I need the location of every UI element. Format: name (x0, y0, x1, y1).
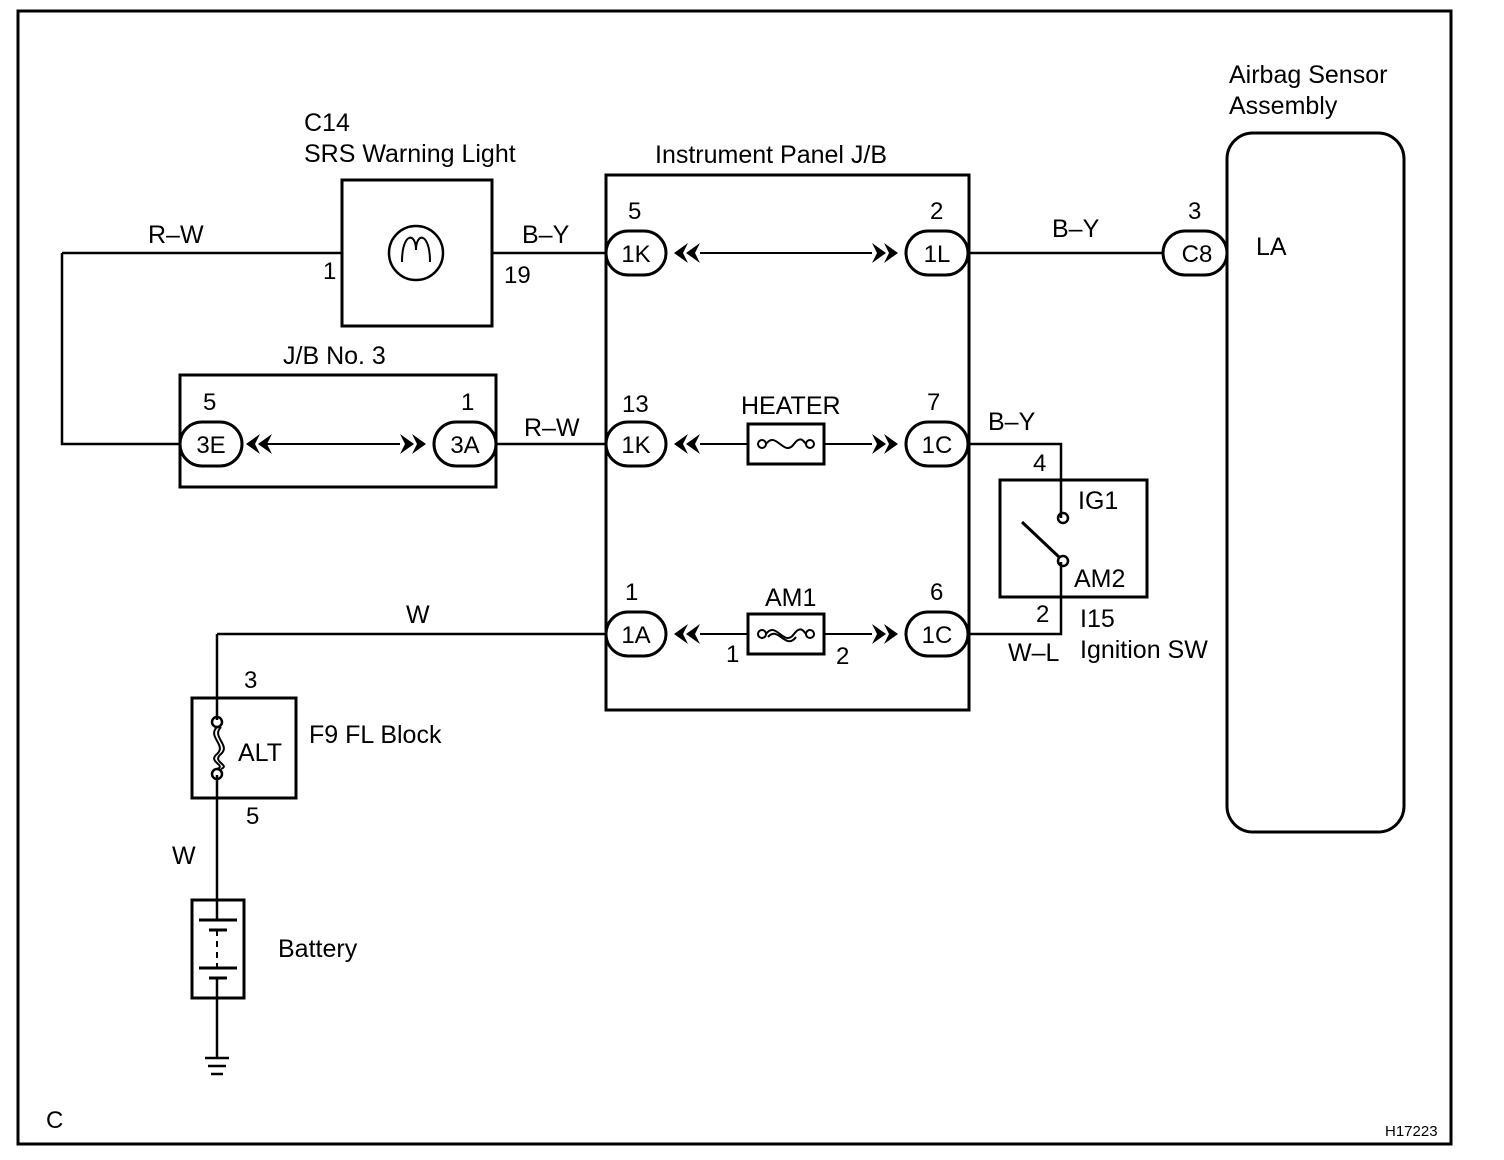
ignition-pin-2: 2 (1036, 601, 1049, 628)
fl-block-name: F9 FL Block (309, 721, 442, 749)
am1-pin-2: 2 (836, 643, 849, 670)
connector-pin: 3 (1188, 198, 1201, 225)
connector-1k-top: 1K 5 (604, 198, 700, 277)
connector-pin: 2 (930, 198, 943, 225)
airbag-sensor-label-2: Assembly (1229, 92, 1338, 120)
connector-1l: 1L 2 (872, 198, 970, 277)
wire-color-w-batt: W (172, 842, 196, 870)
heater-fuse: HEATER (741, 392, 841, 466)
battery: Battery (190, 898, 358, 1000)
connector-1c-mid: 1C 7 (872, 389, 970, 468)
connector-1k-mid: 1K 13 (604, 391, 700, 468)
connector-1a: 1A 1 (604, 579, 700, 658)
connector-pin: 6 (930, 579, 943, 606)
warning-light-code: C14 (304, 109, 350, 137)
connector-3a: 3A 1 (400, 389, 498, 468)
wire-color-rw-top: R–W (148, 221, 204, 249)
connector-label: 3A (450, 432, 479, 459)
page-border (16, 9, 1453, 1146)
connector-pin: 5 (203, 389, 216, 416)
connector-pin: 1 (461, 389, 474, 416)
wire-color-wl: W–L (1008, 639, 1060, 667)
connector-pin: 1 (625, 579, 638, 606)
connector-1c-bottom: 1C 6 (872, 579, 970, 658)
fl-block: ALT 3 5 F9 FL Block (190, 667, 442, 830)
srs-warning-light: C14 SRS Warning Light 1 19 (304, 109, 531, 328)
connector-pin: 7 (927, 389, 940, 416)
connector-label: 1C (922, 622, 953, 649)
wires (60, 251, 1163, 1058)
battery-label: Battery (278, 935, 358, 963)
connector-pin: 5 (628, 198, 641, 225)
heater-fuse-label: HEATER (741, 392, 841, 420)
ignition-switch-code: I15 (1080, 605, 1115, 633)
connector-label: 3E (196, 432, 225, 459)
airbag-sensor-label-1: Airbag Sensor (1229, 61, 1387, 89)
ground-symbol (205, 1056, 229, 1076)
am1-fuse: AM1 1 2 (726, 584, 849, 670)
jb-no3: J/B No. 3 (178, 342, 498, 489)
jb-no3-title: J/B No. 3 (283, 342, 386, 370)
wire-color-by-sensor: B–Y (1052, 215, 1100, 243)
alt-fuse-label: ALT (238, 739, 282, 767)
warning-light-pin-19: 19 (504, 262, 531, 289)
warning-light-name: SRS Warning Light (304, 140, 516, 168)
ignition-switch-name: Ignition SW (1080, 636, 1208, 664)
connector-3e: 3E 5 (178, 389, 272, 468)
figure-code: H17223 (1385, 1123, 1438, 1140)
am2-terminal: AM2 (1074, 565, 1125, 593)
ignition-pin-4: 4 (1033, 450, 1046, 477)
connector-label: 1K (621, 241, 650, 268)
fl-block-pin-3: 3 (244, 667, 257, 694)
terminal-la: LA (1256, 233, 1287, 261)
ignition-switch: IG1 AM2 4 2 I15 Ignition SW (998, 450, 1208, 664)
connector-label: 1K (621, 432, 650, 459)
wire-color-w-top: W (406, 601, 430, 629)
connector-label: 1L (924, 241, 951, 268)
am1-pin-1: 1 (726, 641, 739, 668)
fl-block-pin-5: 5 (246, 803, 259, 830)
am1-fuse-label: AM1 (765, 584, 816, 612)
wire-color-by-ig: B–Y (988, 408, 1036, 436)
wire-color-by-light: B–Y (522, 221, 570, 249)
connector-label: 1C (922, 432, 953, 459)
page-corner-letter: C (46, 1107, 63, 1134)
instrument-panel-jb-title: Instrument Panel J/B (655, 141, 887, 169)
warning-light-pin-1: 1 (323, 258, 336, 285)
wire-color-rw-mid: R–W (524, 414, 580, 442)
connector-c8: C8 3 (1161, 198, 1229, 277)
ig1-terminal: IG1 (1078, 487, 1118, 515)
airbag-sensor-assembly: Airbag Sensor Assembly LA (1225, 61, 1406, 834)
wire-color-labels: R–W B–Y B–Y R–W B–Y W W–L W (148, 215, 1100, 870)
connector-pin: 13 (622, 391, 649, 418)
connector-label: C8 (1182, 241, 1213, 268)
connector-label: 1A (621, 622, 650, 649)
